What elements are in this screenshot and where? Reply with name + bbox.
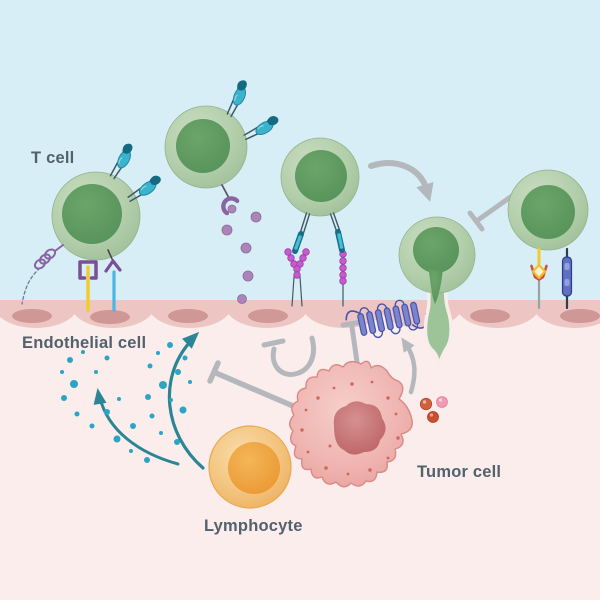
selectin-coil-icon <box>33 244 64 270</box>
diamond-receptor-icon <box>530 247 548 310</box>
y-receptor-icon <box>104 249 122 273</box>
inhibition-tbar-lower <box>207 360 303 412</box>
chemokine-dots <box>221 204 262 304</box>
t-cell-3 <box>280 137 360 217</box>
lymphocyte-nucleus <box>228 442 280 494</box>
t-cell-4 <box>507 169 589 251</box>
tumor-speckles <box>300 380 400 476</box>
tumor-nucleus <box>333 401 386 455</box>
integrin-bracket-icon <box>78 260 98 280</box>
cytokine-arrow-1 <box>167 331 205 470</box>
label-tumor-cell: Tumor cell <box>417 463 501 481</box>
t-cell-1 <box>51 171 141 261</box>
secreted-factor-dots <box>419 396 448 423</box>
inhibition-tbar-hook <box>261 335 316 377</box>
chemokine-cup-icon <box>221 184 240 216</box>
t-cell-2 <box>164 105 248 189</box>
integrin-rod-icon <box>329 212 345 253</box>
label-t-cell: T cell <box>31 149 74 167</box>
migration-arrow-icon <box>368 160 434 202</box>
inhibition-tbar-right <box>467 193 515 232</box>
label-endothelial-cell: Endothelial cell <box>22 334 146 352</box>
cytokine-dots <box>60 342 192 463</box>
integrin-rod-icon <box>292 212 311 254</box>
tumor-cell <box>289 360 413 488</box>
segmented-bar-receptor-icon <box>561 247 573 310</box>
membrane-nuclei <box>12 309 600 324</box>
selectin-thread <box>21 267 41 305</box>
transmigrating-t-cell <box>398 216 476 368</box>
cytokine-arrow-2 <box>93 388 180 466</box>
label-lymphocyte: Lymphocyte <box>204 517 303 535</box>
signal-arrow-gpcr <box>401 337 417 395</box>
lymphocyte-cell <box>208 425 292 509</box>
bead-chain-receptor-icon <box>284 248 310 307</box>
